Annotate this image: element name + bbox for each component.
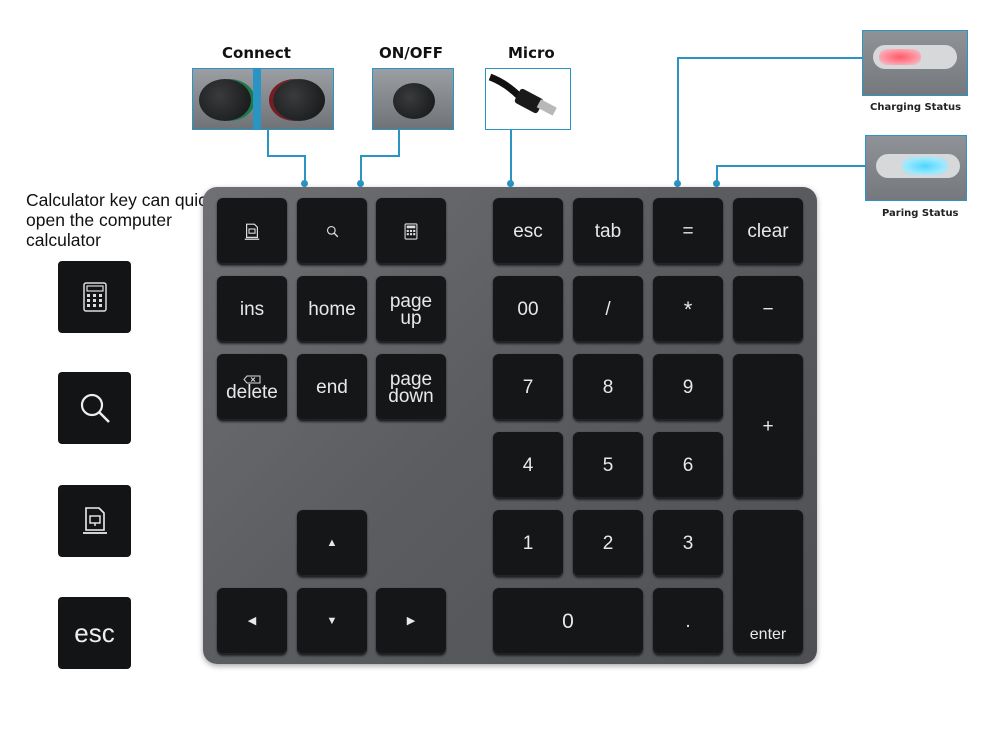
key-4[interactable]: 4 <box>493 432 563 499</box>
key-end[interactable]: end <box>297 354 367 421</box>
search-icon <box>80 393 110 423</box>
numeric-keypad <box>203 187 817 664</box>
key-arrow-left[interactable]: ◀ <box>217 588 287 655</box>
key-search[interactable] <box>297 198 367 265</box>
key-slash[interactable]: / <box>573 276 643 343</box>
key-5[interactable]: 5 <box>573 432 643 499</box>
side-display-key <box>58 485 131 557</box>
micro-usb-photo <box>485 68 571 130</box>
calculator-key-description: Calculator key can quick open the comput… <box>26 190 216 250</box>
key-1[interactable]: 1 <box>493 510 563 577</box>
key-enter[interactable]: enter <box>733 510 803 655</box>
key-calculator[interactable] <box>376 198 446 265</box>
key-esc[interactable]: esc <box>493 198 563 265</box>
delete-x-icon <box>243 375 261 383</box>
key-9[interactable]: 9 <box>653 354 723 421</box>
calculator-icon <box>404 223 418 240</box>
key-home[interactable]: home <box>297 276 367 343</box>
key-2[interactable]: 2 <box>573 510 643 577</box>
calculator-icon <box>82 282 107 312</box>
key-double-zero[interactable]: 00 <box>493 276 563 343</box>
key-asterisk[interactable]: * <box>653 276 723 343</box>
key-plus[interactable]: + <box>733 354 803 499</box>
key-7[interactable]: 7 <box>493 354 563 421</box>
key-enter-label: enter <box>749 626 787 643</box>
side-esc-key: esc <box>58 597 131 669</box>
side-search-key <box>58 372 131 444</box>
key-minus[interactable]: − <box>733 276 803 343</box>
key-3[interactable]: 3 <box>653 510 723 577</box>
connect-label: Connect <box>222 44 291 62</box>
key-delete[interactable]: delete <box>217 354 287 421</box>
key-6[interactable]: 6 <box>653 432 723 499</box>
connect-button-photo <box>192 68 334 130</box>
key-page-down-line1: page <box>389 368 433 390</box>
key-0[interactable]: 0 <box>493 588 643 655</box>
charging-led <box>879 49 921 65</box>
side-calculator-key <box>58 261 131 333</box>
charging-led-photo <box>862 30 968 96</box>
power-switch-photo <box>372 68 454 130</box>
side-esc-label: esc <box>74 617 115 648</box>
display-icon <box>82 507 107 534</box>
key-8[interactable]: 8 <box>573 354 643 421</box>
key-tab[interactable]: tab <box>573 198 643 265</box>
onoff-label: ON/OFF <box>379 44 444 62</box>
key-page-up-line1: page <box>389 290 433 312</box>
key-equals[interactable]: = <box>653 198 723 265</box>
key-dot[interactable]: . <box>653 588 723 655</box>
pairing-led-photo <box>865 135 967 201</box>
charging-status-label: Charging Status <box>870 102 962 113</box>
key-clear[interactable]: clear <box>733 198 803 265</box>
key-delete-label: delete <box>226 381 278 403</box>
key-arrow-down[interactable]: ▼ <box>297 588 367 655</box>
key-arrow-right[interactable]: ▶ <box>376 588 446 655</box>
pairing-led <box>902 157 948 175</box>
key-page-up-line2: up <box>400 307 422 329</box>
key-page-down-line2: down <box>388 385 434 407</box>
display-icon <box>244 223 260 240</box>
pairing-status-label: Paring Status <box>882 208 959 219</box>
key-arrow-up[interactable]: ▲ <box>297 510 367 577</box>
key-display[interactable] <box>217 198 287 265</box>
micro-label: Micro <box>508 44 555 62</box>
key-ins[interactable]: ins <box>217 276 287 343</box>
search-icon <box>326 225 338 238</box>
